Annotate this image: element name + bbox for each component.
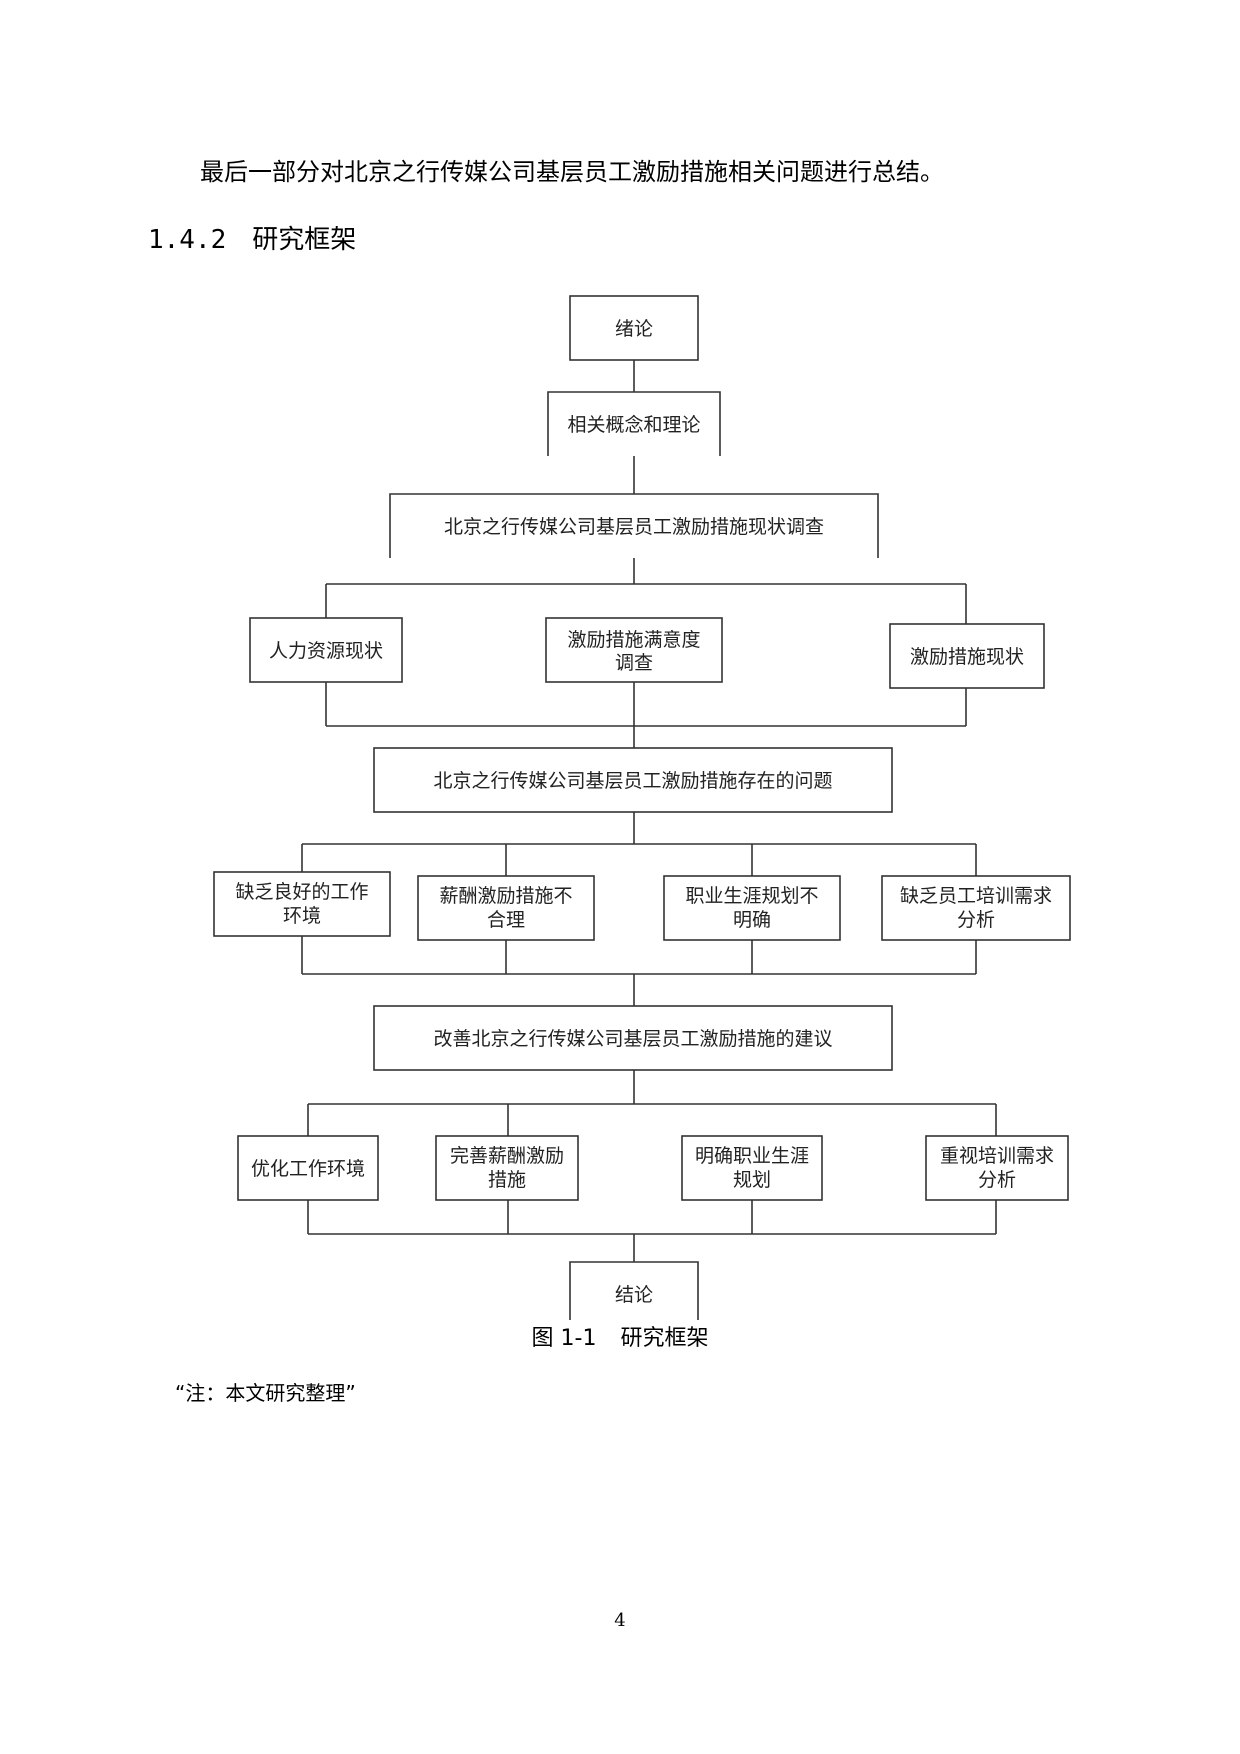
node-suggestion-2-line2: 措施 [488,1169,526,1191]
section-heading: 1.4.2 研究框架 [148,222,356,258]
research-framework-diagram: 绪论 相关概念和理论 北京之行传媒公司基层员工激励措施现状调查 人力资源现状 激… [213,295,1071,1320]
node-problem-2-line1: 薪酬激励措施不 [439,885,572,907]
node-problem-3-line2: 明确 [733,909,771,931]
node-survey-satisfaction-line1: 激励措施满意度 [567,629,700,651]
node-boxes [213,295,1071,1320]
node-problem-2-line2: 合理 [487,909,525,931]
node-conclusion: 结论 [615,1284,653,1306]
node-intro: 绪论 [615,318,653,340]
node-suggestion-2-line1: 完善薪酬激励 [450,1145,564,1167]
page-number: 4 [614,1610,626,1631]
node-problem-4-line2: 分析 [957,909,995,931]
figure-title: 研究框架 [620,1326,709,1351]
node-suggestion-4-line1: 重视培训需求 [940,1145,1054,1167]
node-problems: 北京之行传媒公司基层员工激励措施存在的问题 [433,770,832,792]
figure-note: “注：本文研究整理” [175,1381,356,1405]
node-suggestion-4-line2: 分析 [978,1169,1016,1191]
node-suggestion-3-line2: 规划 [733,1169,771,1191]
node-suggestion-3-line1: 明确职业生涯 [695,1145,809,1167]
node-survey-satisfaction-line2: 调查 [615,652,653,674]
section-title: 研究框架 [252,225,357,255]
body-paragraph: 最后一部分对北京之行传媒公司基层员工激励措施相关问题进行总结。 [200,158,944,186]
node-labels: 绪论 相关概念和理论 北京之行传媒公司基层员工激励措施现状调查 人力资源现状 激… [235,318,1054,1306]
figure-caption: 图 1-1 研究框架 [0,1324,1240,1354]
figure-number: 图 1-1 [531,1326,597,1351]
section-number: 1.4.2 [148,225,227,255]
node-problem-4-line1: 缺乏员工培训需求 [900,885,1052,907]
node-problem-1-line2: 环境 [283,905,321,927]
node-concepts: 相关概念和理论 [567,413,700,436]
node-survey-hr: 人力资源现状 [269,640,383,662]
node-suggestion-1: 优化工作环境 [251,1158,365,1180]
connector-lines [301,360,997,1262]
node-survey: 北京之行传媒公司基层员工激励措施现状调查 [444,516,824,538]
node-suggestions: 改善北京之行传媒公司基层员工激励措施的建议 [433,1028,832,1050]
node-survey-status: 激励措施现状 [910,646,1024,668]
node-problem-3-line1: 职业生涯规划不 [685,885,818,907]
node-problem-1-line1: 缺乏良好的工作 [235,881,368,903]
